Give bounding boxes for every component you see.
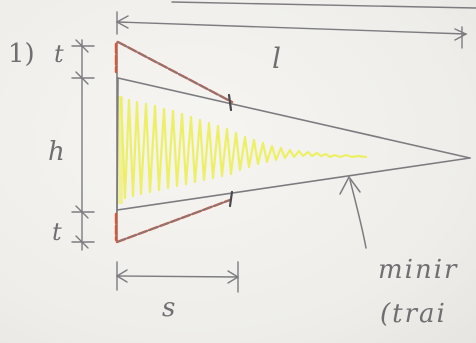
segment-dimension <box>115 261 240 293</box>
label-top-thickness: t <box>54 40 64 68</box>
tick-lower-slash <box>75 205 89 219</box>
cone-bottom-edge <box>116 157 471 211</box>
pointer-shaft <box>349 179 367 249</box>
top-taper-end-tick <box>227 93 233 112</box>
bottom-taper-pencil <box>116 199 231 243</box>
cone-top-edge <box>117 77 471 159</box>
label-length: l <box>272 42 281 75</box>
yellow-zigzag-fill <box>119 96 368 200</box>
vertical-dimension <box>71 39 95 251</box>
label-segment: s <box>162 293 175 323</box>
top-taper-pencil <box>117 41 233 103</box>
tick-top-slash <box>75 39 89 53</box>
segment-arrow-right <box>227 270 240 284</box>
note-line-2: (trai <box>380 299 447 329</box>
segment-arrow-left <box>115 269 128 283</box>
length-dimension <box>115 1 476 49</box>
minimum-pointer-arrow <box>339 175 367 249</box>
length-arrow-right <box>454 28 468 41</box>
tick-upper-slash <box>75 71 89 85</box>
note-line-1: minir <box>378 255 458 285</box>
bottom-taper-end-tick <box>228 190 234 208</box>
item-number: 1) <box>8 39 35 69</box>
pointer-head <box>339 175 361 195</box>
upper-border-line <box>171 1 476 9</box>
length-dimension-line <box>116 21 467 35</box>
taper-end-ticks <box>227 93 234 208</box>
cone-outline <box>116 41 471 243</box>
segment-dimension-line <box>116 275 239 278</box>
red-edge-pencil-under <box>116 41 233 243</box>
label-bottom-thickness: t <box>52 218 62 246</box>
tick-bottom-slash <box>75 235 89 249</box>
yellow-left-band <box>118 96 123 204</box>
length-arrow-left <box>115 15 129 29</box>
label-height: h <box>48 137 65 167</box>
